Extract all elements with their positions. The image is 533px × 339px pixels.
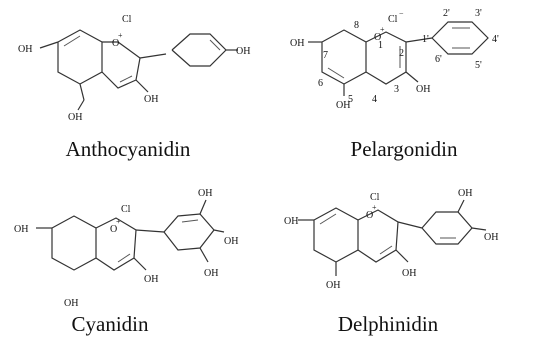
anthocyanidin-ring-c-inner-bond xyxy=(119,75,133,83)
pelargonidin-oh-bottom: OH xyxy=(336,100,350,111)
pelargonidin-position-6-prime: 6' xyxy=(435,54,442,65)
delphinidin-ring-a xyxy=(313,207,359,263)
cyanidin-oh-left: OH xyxy=(14,224,28,235)
anthocyanidin-oh-mid: OH xyxy=(144,94,158,105)
pelargonidin-position-6: 6 xyxy=(318,78,323,89)
cyanidin-oh-mid: OH xyxy=(144,274,158,285)
anthocyanidin-ch2oh-bond xyxy=(77,99,85,111)
delphinidin-link-bond xyxy=(397,221,423,229)
delphinidin-plus-charge: + xyxy=(372,203,377,212)
anthocyanidin-ch2-bond xyxy=(79,83,85,101)
pelargonidin-caption: Pelargonidin xyxy=(351,137,458,161)
anthocyanidin-oh-left: OH xyxy=(18,44,32,55)
pelargonidin-oh-right-bond xyxy=(405,71,419,83)
anthocyanidin-oh-left-bond xyxy=(39,41,59,49)
anthocyanidin-ring-c xyxy=(101,41,141,89)
pelargonidin-position-4: 4 xyxy=(372,94,377,105)
pelargonidin-ring-a-inner-bond xyxy=(327,67,345,79)
anthocyanidin-cl: Cl xyxy=(122,14,132,25)
pelargonidin-position-8: 8 xyxy=(354,20,359,31)
cyanidin-oh-top-bond xyxy=(199,199,207,215)
pelargonidin-ring-b xyxy=(431,21,489,55)
pelargonidin-ring-a xyxy=(321,29,367,85)
pelargonidin-position-4-prime: 4' xyxy=(492,34,499,45)
pelargonidin-position-5-prime: 5' xyxy=(475,60,482,71)
cyanidin-ring-b-inner-bond xyxy=(181,219,199,223)
delphinidin-oh-bottom: OH xyxy=(326,280,340,291)
pelargonidin-position-3-prime: 3' xyxy=(475,8,482,19)
delphinidin-oh-mid-bond xyxy=(395,249,409,263)
delphinidin-oh-top: OH xyxy=(458,188,472,199)
pelargonidin-plus-charge: + xyxy=(380,25,385,34)
cyanidin-oh-top: OH xyxy=(198,188,212,199)
delphinidin-oh-top-bond xyxy=(457,199,465,213)
cyanidin-cl: Cl xyxy=(121,204,131,215)
anthocyanidin-oh-mid-bond xyxy=(135,79,149,93)
delphinidin-structure: OH Cl O + OH OH OH OH Delphinidin xyxy=(284,188,498,336)
cyanidin-caption: Cyanidin xyxy=(72,312,149,336)
anthocyanidin-ring-a xyxy=(57,29,103,85)
pelargonidin-minus-charge: − xyxy=(399,9,404,18)
cyanidin-oh-right: OH xyxy=(224,236,238,247)
cyanidin-oh-bottom: OH xyxy=(64,298,78,309)
delphinidin-cl: Cl xyxy=(370,192,380,203)
anthocyanidin-caption: Anthocyanidin xyxy=(66,137,191,161)
pelargonidin-position-1: 1 xyxy=(378,40,383,51)
anthocyanidin-oh-bottom: OH xyxy=(68,112,82,123)
pelargonidin-position-7: 7 xyxy=(323,50,328,61)
pelargonidin-position-1-prime: 1' xyxy=(422,34,429,45)
anthocyanidin-ring-a-inner-bond xyxy=(63,35,81,47)
cyanidin-oh-right-bond xyxy=(213,229,225,233)
pelargonidin-cl: Cl xyxy=(388,14,398,25)
pelargonidin-position-2-prime: 2' xyxy=(443,8,450,19)
cyanidin-ring-b xyxy=(163,213,215,251)
pelargonidin-oxonium: O xyxy=(374,32,381,43)
cyanidin-ring-a xyxy=(51,215,97,271)
cyanidin-plus-charge: + xyxy=(116,217,121,226)
delphinidin-ring-c-inner-bond xyxy=(379,245,393,255)
pelargonidin-link-bond xyxy=(405,37,433,43)
anthocyanidin-structure: OH Cl O + OH OH OH Anthocyanidin xyxy=(18,14,250,161)
delphinidin-oxonium: O xyxy=(366,210,373,221)
anthocyanidin-link-bond xyxy=(139,53,167,59)
pelargonidin-oh-right: OH xyxy=(416,84,430,95)
anthocyanidin-oxonium: O xyxy=(112,38,119,49)
anthocyanidin-ring-b-inner-bond xyxy=(209,39,221,51)
delphinidin-ring-b xyxy=(421,211,473,245)
cyanidin-oh-rb-bond xyxy=(199,247,209,263)
cyanidin-oh-rb: OH xyxy=(204,268,218,279)
pelargonidin-structure: OH Cl − O + OH OH 1 2 3 4 5 6 7 8 1' 2' … xyxy=(290,8,499,161)
cyanidin-link-bond xyxy=(135,229,165,233)
pelargonidin-position-3: 3 xyxy=(394,84,399,95)
delphinidin-ring-c xyxy=(357,209,399,263)
delphinidin-oh-mid: OH xyxy=(402,268,416,279)
cyanidin-oh-mid-bond xyxy=(133,257,147,271)
delphinidin-oh-left: OH xyxy=(284,216,298,227)
anthocyanidin-oh-right: OH xyxy=(236,46,250,57)
pelargonidin-ring-c xyxy=(365,31,407,85)
delphinidin-caption: Delphinidin xyxy=(338,312,439,336)
cyanidin-structure: OH Cl O + OH OH OH OH OH Cyanidin xyxy=(14,188,238,336)
pelargonidin-position-5: 5 xyxy=(348,94,353,105)
delphinidin-oh-right: OH xyxy=(484,232,498,243)
pelargonidin-oh-left: OH xyxy=(290,38,304,49)
cyanidin-oxonium: O xyxy=(110,224,117,235)
cyanidin-ring-c xyxy=(95,217,137,271)
cyanidin-ring-c-inner-bond xyxy=(117,253,131,263)
delphinidin-ring-a-inner-bond xyxy=(319,213,337,225)
anthocyanidin-ring-b xyxy=(171,33,227,67)
delphinidin-oh-right-bond xyxy=(471,227,487,231)
pelargonidin-position-2: 2 xyxy=(399,48,404,59)
anthocyanidin-plus-charge: + xyxy=(118,31,123,40)
